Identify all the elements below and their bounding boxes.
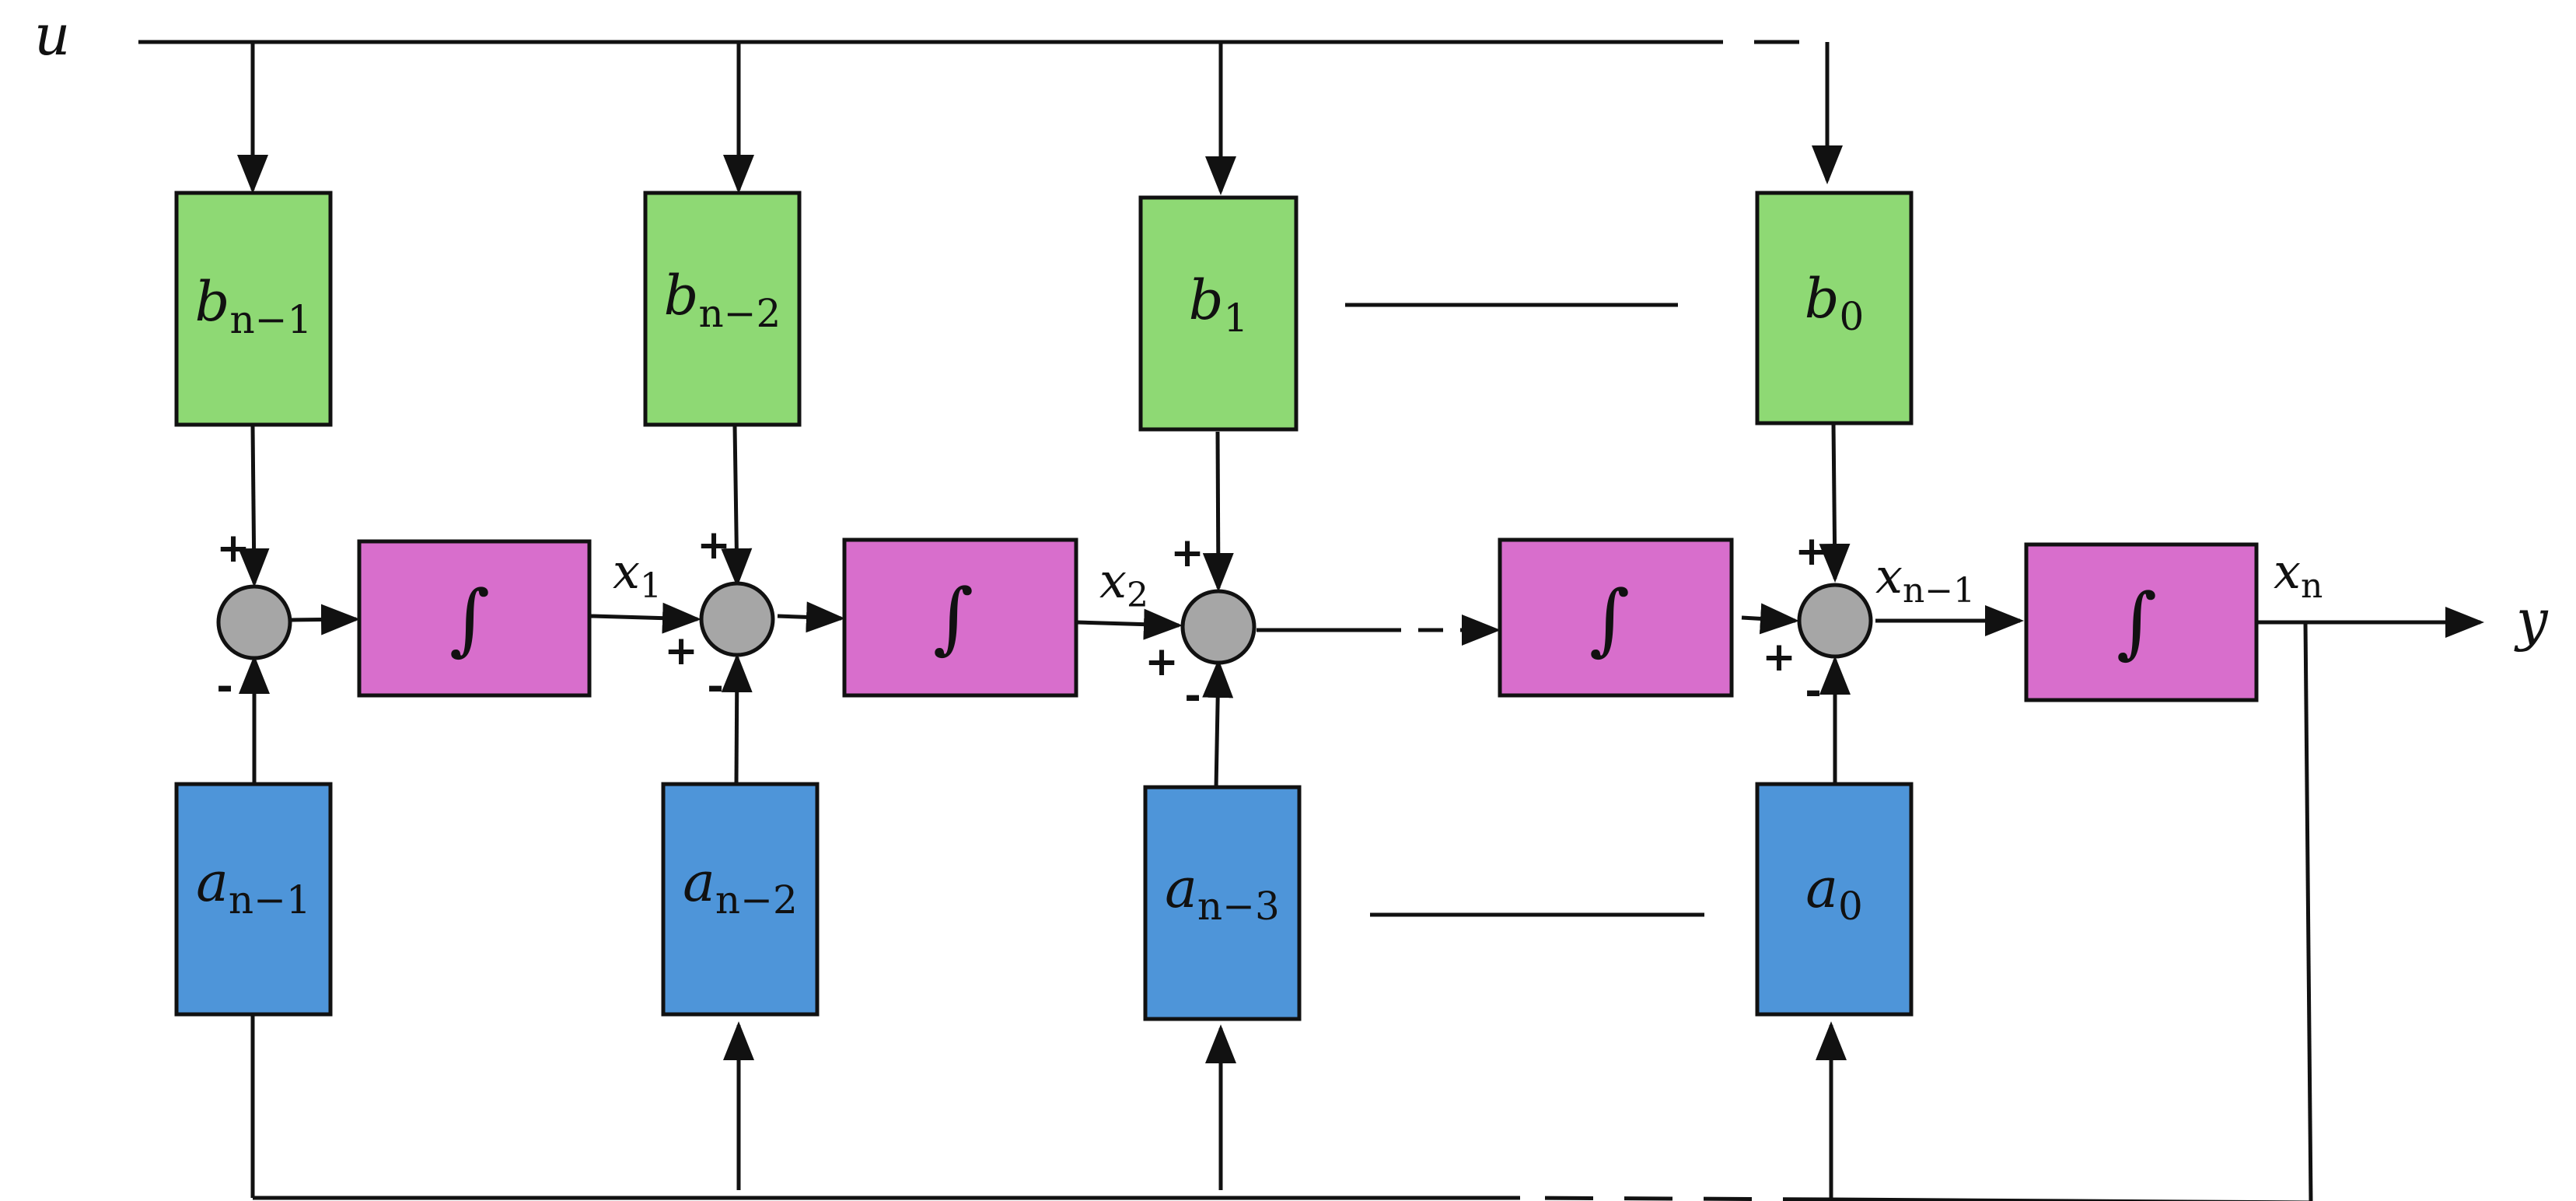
input-label: u bbox=[34, 2, 70, 68]
integrator-1: ∫ bbox=[357, 539, 592, 698]
wire-a-n-2-to-sum-2 bbox=[721, 653, 753, 783]
sign-labels: + - + + - + + - + + - bbox=[216, 522, 1829, 720]
a-block-label: an−2 bbox=[683, 850, 798, 923]
sign-label-sum-1-top: + bbox=[216, 525, 250, 572]
a-block-n-1: an−1 bbox=[174, 782, 333, 1017]
a-block-label: an−1 bbox=[196, 850, 311, 923]
sign-label-sum-4-left: + bbox=[1762, 634, 1796, 681]
integrator-2: ∫ bbox=[842, 537, 1078, 698]
integral-symbol: ∫ bbox=[1589, 573, 1630, 664]
sign-label-sum-3-left: + bbox=[1145, 639, 1179, 685]
sign-label-sum-2-top: + bbox=[697, 522, 731, 569]
a-block-n-2: an−2 bbox=[661, 782, 820, 1017]
summing-junction-3 bbox=[1180, 589, 1257, 665]
a-block-label: an−3 bbox=[1165, 856, 1280, 929]
b-block-n-1: bn−1 bbox=[174, 191, 333, 427]
wire-sum-1-to-int-1 bbox=[291, 604, 360, 636]
a-block-0: a0 bbox=[1755, 782, 1914, 1017]
wire-int-2-to-sum-3 bbox=[1076, 608, 1183, 640]
state-label-x2: x2 bbox=[1099, 552, 1148, 615]
signal-labels: u y x1 x2 xn−1 xn bbox=[34, 2, 2549, 653]
wire-int-1-to-sum-2 bbox=[590, 602, 701, 634]
b-block-1: b1 bbox=[1138, 195, 1298, 432]
feedback-bus-right bbox=[1830, 1197, 2312, 1201]
wire-b-n-2-to-sum-2 bbox=[721, 425, 753, 587]
b-block-label: b0 bbox=[1805, 267, 1865, 339]
sign-label-sum-2-left: + bbox=[664, 628, 698, 674]
sign-label-sum-1-bottom: - bbox=[216, 664, 233, 710]
sign-label-sum-3-bottom: - bbox=[1184, 673, 1201, 720]
wire-b-0-to-sum-4 bbox=[1819, 422, 1851, 583]
b-block-n-2: bn−2 bbox=[643, 191, 802, 427]
sign-label-sum-4-top: + bbox=[1795, 528, 1829, 575]
b-block-row: bn−1 bn−2 b1 b0 bbox=[174, 191, 1914, 432]
integrator-3: ∫ bbox=[1498, 537, 1734, 698]
integrator-row: ∫ ∫ ∫ ∫ bbox=[357, 537, 2259, 702]
integral-symbol: ∫ bbox=[449, 573, 490, 664]
sign-label-sum-4-bottom: - bbox=[1805, 668, 1822, 715]
summing-junction-2 bbox=[699, 581, 775, 657]
wire-int-3-to-sum-4 bbox=[1741, 603, 1799, 635]
a-block-n-3: an−3 bbox=[1143, 785, 1302, 1021]
integral-symbol: ∫ bbox=[2116, 576, 2157, 667]
state-label-x1: x1 bbox=[613, 543, 662, 606]
output-label: y bbox=[2514, 587, 2549, 653]
wire-a-n-3-to-sum-3 bbox=[1202, 659, 1234, 790]
feedback-riser bbox=[2303, 622, 2313, 1201]
b-block-label: bn−1 bbox=[195, 270, 313, 342]
state-label-xn: xn bbox=[2274, 543, 2323, 606]
a-block-label: a0 bbox=[1805, 856, 1863, 929]
b-block-0: b0 bbox=[1755, 191, 1914, 425]
b-block-label: bn−2 bbox=[664, 264, 781, 336]
wires bbox=[138, 40, 2484, 1201]
feedback-bus-dashed bbox=[1519, 1196, 1832, 1201]
a-block-row: an−1 an−2 an−3 a0 bbox=[174, 782, 1914, 1021]
summing-junctions bbox=[216, 581, 1873, 665]
b-block-label: b1 bbox=[1189, 268, 1249, 341]
sign-label-sum-3-top: + bbox=[1170, 530, 1204, 576]
summing-junction-1 bbox=[216, 584, 292, 660]
integrator-4: ∫ bbox=[2024, 542, 2259, 702]
wire-b-n-1-to-sum-1 bbox=[238, 425, 270, 587]
state-label-xn-1: xn−1 bbox=[1875, 548, 1975, 611]
sign-label-sum-2-bottom: - bbox=[707, 664, 724, 710]
integral-symbol: ∫ bbox=[933, 572, 973, 663]
wire-sum-2-to-int-2 bbox=[777, 601, 845, 633]
summing-junction-4 bbox=[1797, 583, 1873, 659]
